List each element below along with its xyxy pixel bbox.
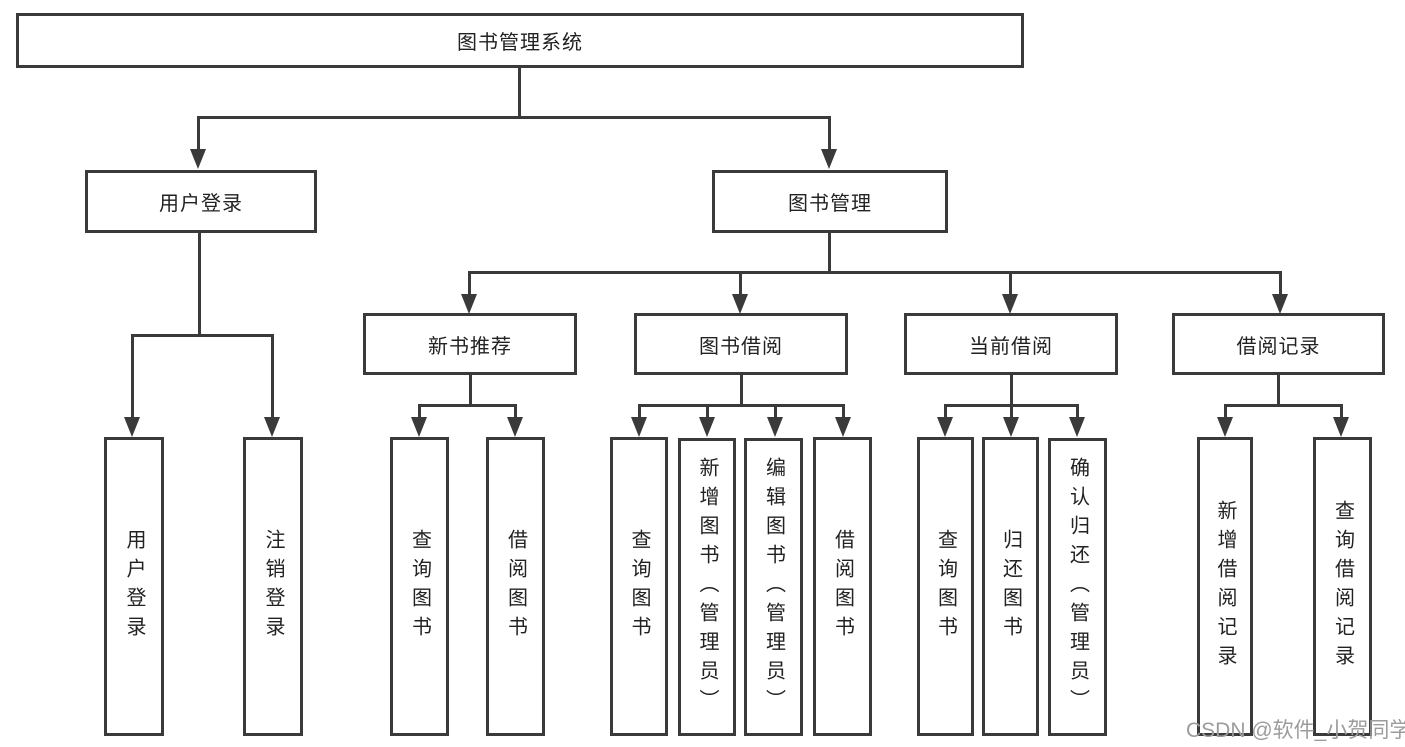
leaf-borrow-books: 借阅图书 (813, 437, 872, 736)
leaf-return-books-label: 归还图书 (999, 528, 1022, 645)
node-book-management-label: 图书管理 (788, 193, 872, 215)
connector-line (197, 116, 831, 119)
node-root-label: 图书管理系统 (457, 32, 583, 54)
leaf-query-borrow-record: 查询借阅记录 (1313, 437, 1372, 736)
arrow-down-icon (190, 149, 206, 169)
leaf-add-borrow-record: 新增借阅记录 (1197, 437, 1253, 736)
leaf-add-books-admin-label: 新增图书（管理员） (696, 456, 718, 718)
arrow-down-icon (124, 417, 140, 437)
leaf-borrow-books-label: 借阅图书 (831, 528, 854, 645)
leaf-user-login: 用户登录 (104, 437, 164, 736)
leaf-confirm-return-admin: 确认归还（管理员） (1048, 438, 1107, 736)
connector-line (1224, 404, 1343, 407)
connector-line (1277, 375, 1280, 406)
leaf-edit-books-admin-label: 编辑图书（管理员） (762, 456, 785, 718)
arrow-down-icon (835, 417, 851, 437)
connector-line (1224, 404, 1227, 419)
node-root: 图书管理系统 (16, 13, 1024, 68)
connector-line (198, 233, 201, 336)
arrow-down-icon (937, 417, 953, 437)
arrow-down-icon (631, 417, 647, 437)
leaf-query-books-recommend-label: 查询图书 (408, 528, 431, 645)
connector-line (131, 334, 274, 337)
arrow-down-icon (264, 417, 280, 437)
node-borrowing-records: 借阅记录 (1172, 313, 1385, 375)
connector-line (1279, 271, 1282, 296)
arrow-down-icon (1333, 417, 1349, 437)
connector-line (739, 271, 742, 296)
leaf-logout: 注销登录 (243, 437, 303, 736)
arrow-down-icon (507, 417, 523, 437)
arrow-down-icon (1217, 417, 1233, 437)
csdn-watermark: CSDN @软件_小贺同学 (1186, 719, 1405, 742)
leaf-query-books-recommend: 查询图书 (390, 437, 449, 736)
connector-line (271, 334, 274, 419)
leaf-query-books-current: 查询图书 (917, 437, 974, 736)
arrow-down-icon (821, 149, 837, 169)
connector-line (514, 404, 517, 419)
node-user-login-label: 用户登录 (159, 193, 243, 215)
arrow-down-icon (411, 417, 427, 437)
arrow-down-icon (1272, 294, 1288, 314)
connector-line (774, 404, 777, 419)
connector-line (469, 375, 472, 406)
leaf-borrow-books-recommend-label: 借阅图书 (504, 528, 527, 645)
connector-line (468, 271, 471, 296)
connector-line (1340, 404, 1343, 419)
connector-line (131, 334, 134, 419)
node-new-book-recommend-label: 新书推荐 (428, 335, 512, 358)
connector-line (418, 404, 517, 407)
arrow-down-icon (1069, 417, 1085, 437)
leaf-add-books-admin: 新增图书（管理员） (678, 438, 736, 736)
connector-line (1010, 404, 1013, 419)
leaf-logout-label: 注销登录 (262, 528, 284, 645)
leaf-user-login-label: 用户登录 (123, 528, 145, 645)
leaf-confirm-return-admin-label: 确认归还（管理员） (1066, 456, 1089, 718)
arrow-down-icon (1002, 294, 1018, 314)
arrow-down-icon (732, 294, 748, 314)
leaf-query-books-borrowing: 查询图书 (610, 437, 668, 736)
leaf-borrow-books-recommend: 借阅图书 (486, 437, 545, 736)
connector-line (197, 116, 200, 152)
arrow-down-icon (1003, 417, 1019, 437)
connector-line (418, 404, 421, 419)
connector-line (740, 375, 743, 406)
connector-line (518, 68, 521, 118)
connector-line (1010, 375, 1013, 406)
node-book-borrowing-label: 图书借阅 (699, 335, 783, 358)
connector-line (828, 233, 831, 274)
node-borrowing-records-label: 借阅记录 (1236, 335, 1321, 358)
leaf-query-books-borrowing-label: 查询图书 (628, 528, 650, 645)
connector-line (828, 116, 831, 152)
node-user-login: 用户登录 (85, 170, 317, 233)
connector-line (944, 404, 947, 419)
connector-line (638, 404, 845, 407)
leaf-query-books-current-label: 查询图书 (934, 528, 957, 645)
node-book-management: 图书管理 (712, 170, 948, 233)
connector-line (706, 404, 709, 419)
connector-line (842, 404, 845, 419)
leaf-query-borrow-record-label: 查询借阅记录 (1331, 499, 1354, 674)
connector-line (1076, 404, 1079, 419)
arrow-down-icon (767, 417, 783, 437)
connector-line (1009, 271, 1012, 296)
arrow-down-icon (461, 294, 477, 314)
connector-line (638, 404, 641, 419)
connector-line (468, 271, 1282, 274)
leaf-return-books: 归还图书 (982, 437, 1039, 736)
node-new-book-recommend: 新书推荐 (363, 313, 577, 375)
node-current-borrowing: 当前借阅 (904, 313, 1118, 375)
leaf-add-borrow-record-label: 新增借阅记录 (1214, 499, 1236, 674)
arrow-down-icon (699, 417, 715, 437)
node-current-borrowing-label: 当前借阅 (969, 335, 1053, 358)
node-book-borrowing: 图书借阅 (634, 313, 848, 375)
leaf-edit-books-admin: 编辑图书（管理员） (744, 438, 803, 736)
